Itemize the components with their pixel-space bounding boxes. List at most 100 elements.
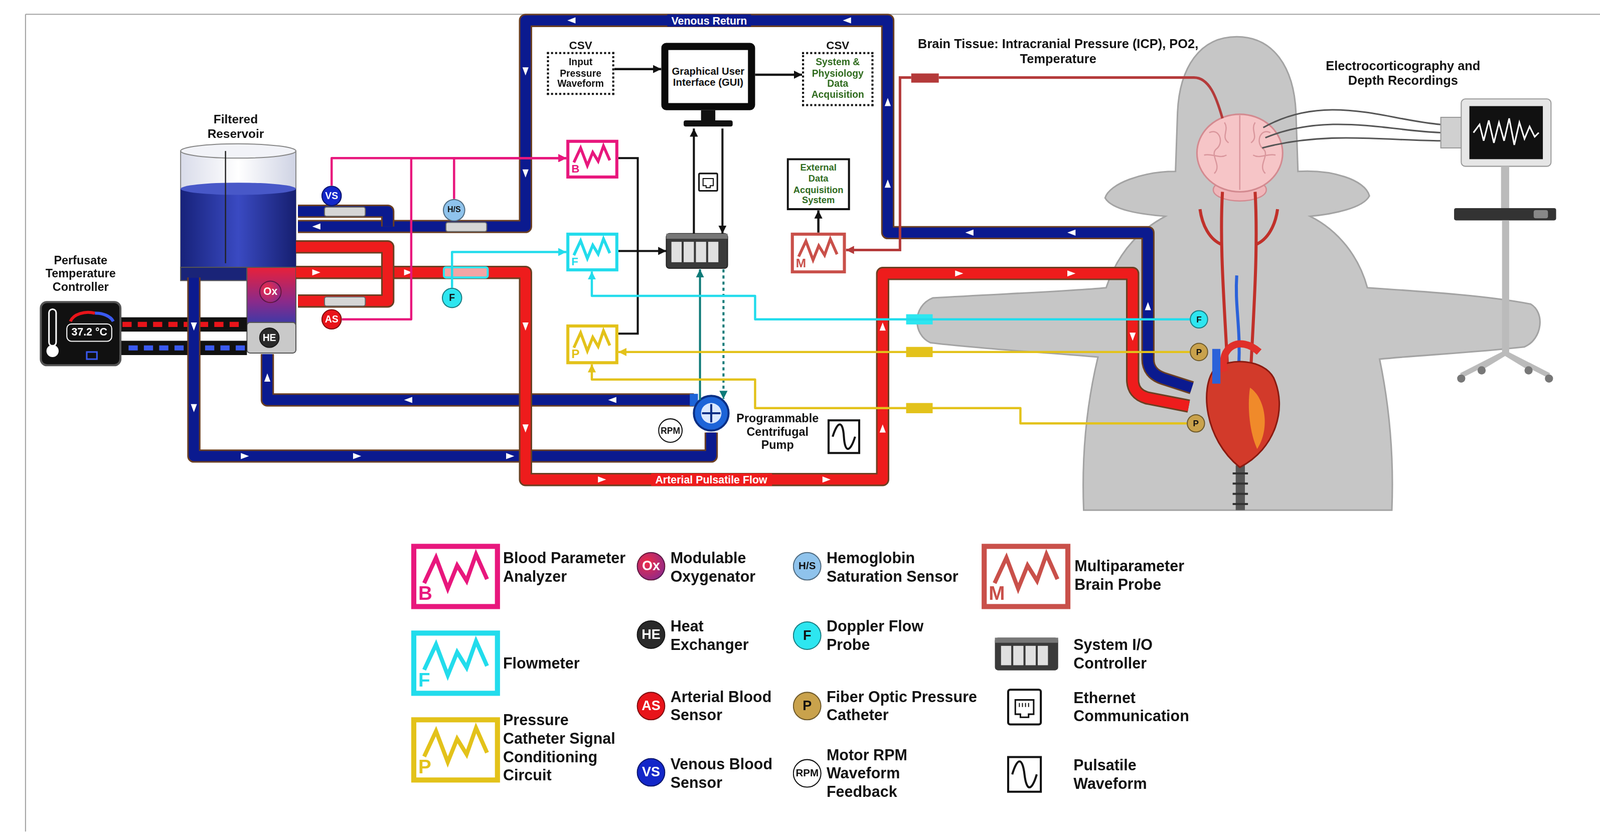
- device-heading: Perfusate Temperature Controller: [36, 254, 125, 295]
- heading-text: Electrocorticography and Depth Recording…: [1313, 59, 1493, 89]
- sensor-label: P: [1193, 419, 1200, 428]
- flow-arrows: [1145, 301, 1152, 310]
- gauge-arc: [70, 312, 95, 322]
- pipe-label: Arterial Pulsatile Flow: [651, 473, 771, 486]
- csv-file: CSV Input Pressure Waveform: [546, 38, 614, 96]
- tubing: [267, 354, 694, 401]
- temperature-lines: [119, 317, 247, 332]
- reservoir: [224, 150, 226, 264]
- flow-arrows: [567, 17, 576, 24]
- dotted-box: Input Pressure Waveform: [546, 51, 614, 96]
- gui-monitor-stand: [683, 110, 733, 127]
- file-type: CSV: [826, 38, 850, 52]
- legend-icon: M: [981, 543, 1071, 609]
- legend-icon: AS: [636, 691, 666, 721]
- pulsatile-waveform-icon: [828, 420, 860, 453]
- flow-arrows: [404, 396, 413, 403]
- legend-icons: [1037, 646, 1048, 666]
- sensor-label: HE: [262, 333, 277, 343]
- heading-text: Programmable Centrifugal Pump: [729, 412, 826, 453]
- legend-icon: P: [792, 691, 822, 721]
- ethernet-icon: [703, 178, 714, 188]
- sensor-label: VS: [642, 765, 661, 780]
- reservoir: [246, 322, 296, 354]
- heading-label: Filtered Reservoir: [189, 113, 282, 142]
- flow-arrows: [522, 67, 529, 76]
- reservoir: [180, 143, 296, 158]
- ecog-station: [1502, 220, 1510, 353]
- flow-arrows: [1067, 229, 1076, 236]
- connector: [453, 157, 567, 199]
- flow-arrows: [190, 404, 197, 413]
- flow-arrows: [842, 17, 851, 24]
- sensor-circle: RPM: [658, 418, 683, 443]
- legend-text: Fiber Optic Pressure Catheter: [826, 687, 980, 725]
- instrument-box: B: [566, 139, 619, 179]
- signal-wires: [618, 157, 638, 334]
- legend-icons: [1025, 646, 1036, 666]
- waveform-trace: [573, 145, 610, 166]
- flow-arrows: [1129, 332, 1136, 341]
- thermometer-icon: [49, 308, 57, 346]
- gauge-arc: [94, 313, 114, 322]
- flow-arrows: [240, 452, 249, 459]
- tubing: [295, 246, 388, 301]
- legend-icons: [1013, 646, 1024, 666]
- flow-arrows: [522, 169, 529, 178]
- signal-wires: [618, 249, 667, 252]
- legend-icons: [1008, 757, 1041, 792]
- readout: 37.2 °C: [66, 323, 113, 342]
- sensor-label: HE: [641, 627, 661, 642]
- legend-icon: RPM: [792, 759, 822, 788]
- legend-icons: [1008, 689, 1041, 725]
- ecog-station: [1461, 98, 1551, 167]
- sensor-label: P: [802, 699, 812, 713]
- legend-icon: P: [411, 717, 501, 783]
- legend-icons: [1015, 700, 1034, 718]
- legend-text: Motor RPM Waveform Feedback: [826, 745, 939, 802]
- waveform-letter: M: [793, 257, 807, 271]
- flow-arrows: [522, 322, 529, 331]
- tubing: [295, 272, 1189, 480]
- legend-text: Blood Parameter Analyzer: [503, 549, 636, 586]
- file-type: CSV: [569, 38, 593, 52]
- legend-text: System I/O Controller: [1073, 635, 1201, 673]
- flow-arrows: [1067, 270, 1076, 277]
- legend-icon: B: [411, 543, 501, 609]
- io-controller: [666, 233, 728, 269]
- signal-wires: [692, 128, 695, 234]
- waveform-trace: [424, 554, 488, 589]
- sensor-bars: [324, 207, 366, 217]
- flow-arrows: [965, 229, 974, 236]
- sensor-label: H/S: [798, 561, 816, 572]
- sensor-label: VS: [325, 191, 339, 201]
- legend-text: Modulable Oxygenator: [670, 549, 783, 586]
- legend-icon: H/S: [792, 552, 822, 581]
- ecog-station: [1544, 374, 1553, 383]
- sensor-label: AS: [641, 699, 661, 713]
- io-controller: [708, 241, 719, 263]
- legend-icon: VS: [636, 758, 666, 787]
- tubing: [295, 272, 1189, 480]
- flow-arrows: [879, 322, 886, 331]
- ethernet-icon: [699, 173, 718, 192]
- file-description: Input Pressure Waveform: [551, 56, 611, 91]
- io-controller: [666, 233, 728, 269]
- heading-text: Filtered Reservoir: [189, 113, 282, 142]
- frame: [25, 14, 1600, 832]
- legend-icons: [1012, 761, 1037, 788]
- legend-text: Arterial Blood Sensor: [670, 687, 793, 725]
- pump: [701, 403, 722, 424]
- frame: [25, 14, 1600, 832]
- sensor-bars: [445, 222, 487, 232]
- acquisition-box: External Data Acquisition System: [786, 157, 851, 211]
- legend-icon: HE: [636, 620, 666, 650]
- pump: [693, 395, 729, 431]
- sensor-circle: HE: [259, 327, 280, 349]
- animal: [1212, 349, 1221, 384]
- tubing: [295, 246, 388, 301]
- legend-icons: [1001, 646, 1012, 666]
- ecog-station: [1533, 210, 1548, 219]
- pump: [689, 393, 729, 431]
